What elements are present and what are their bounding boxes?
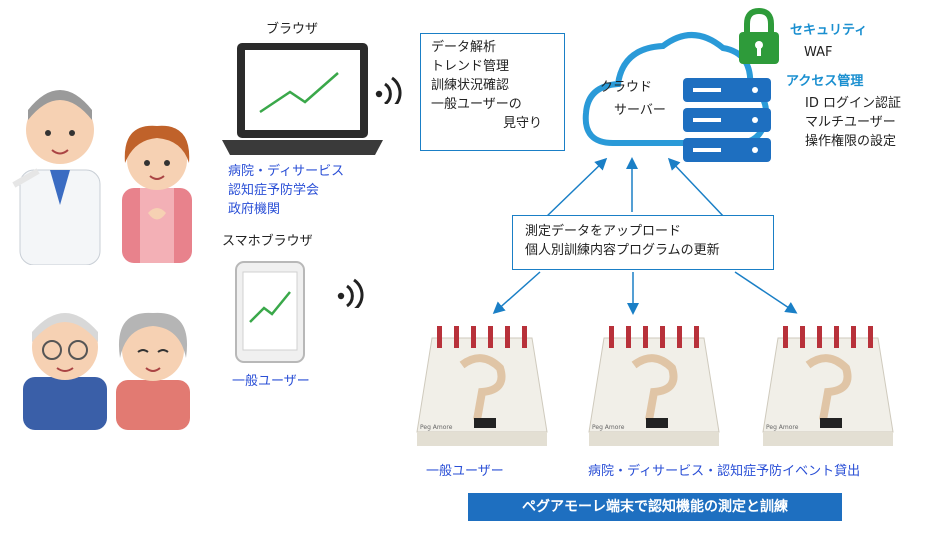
peg-brand-label: Peg Amore [592,424,625,431]
arrow-to-device-right [734,271,798,314]
arrow-to-cloud-right [667,157,726,219]
phone-user-label: 一般ユーザー [232,374,310,389]
peg-board-graphic [762,326,894,446]
security-item: WAF [804,45,833,60]
peg-board-graphic [588,326,720,446]
peg-board-graphic [416,326,548,446]
feature-item: 見守り [503,116,543,131]
server-icon [683,78,771,162]
pc-user-item: 認知症予防学会 [228,183,320,198]
feature-box: データ解析 トレンド管理 訓練状況確認 一般ユーザーの 見守り [420,33,565,151]
peg-device-1: Peg Amore [412,320,552,450]
wifi-icon [375,76,402,104]
arrow-to-device-left [492,271,541,314]
access-item-list: ID ログイン認証 マルチユーザー 操作権限の設定 [805,94,901,151]
lock-icon [739,8,779,64]
peg-device-3: Peg Amore [758,320,898,450]
cloud-label-line1: クラウド [600,80,653,95]
peg-brand-label: Peg Amore [420,424,453,431]
peg-brand-label: Peg Amore [766,424,799,431]
feature-item: 一般ユーザーの [431,97,522,112]
pc-user-item: 病院・ディサービス [228,164,345,179]
arrow-to-cloud-left [544,157,608,219]
pc-user-list: 病院・ディサービス 認知症予防学会 政府機関 [228,162,344,219]
upload-box: 測定データをアップロード 個人別訓練内容プログラムの更新 [512,215,774,270]
security-title: セキュリティ [790,23,868,38]
elderly-man-illustration [23,313,107,430]
peg-device-2: Peg Amore [584,320,724,450]
upload-item: 測定データをアップロード [525,224,682,239]
elderly-woman-illustration [116,312,190,430]
access-title: アクセス管理 [786,74,864,89]
access-item: 操作権限の設定 [805,134,897,149]
doctor-illustration [12,90,101,265]
smartphone-icon [235,261,305,363]
upload-item: 個人別訓練内容プログラムの更新 [525,243,720,258]
bottom-banner: ペグアモーレ端末で認知機能の測定と訓練 [468,493,842,521]
laptop-icon [222,43,383,155]
access-item: ID ログイン認証 [805,96,901,111]
pc-user-item: 政府機関 [228,202,281,217]
feature-item: データ解析 [431,40,497,55]
access-item: マルチユーザー [805,115,896,130]
wifi-icon [337,278,364,308]
cloud-label-line2: サーバー [614,103,666,118]
nurse-illustration [122,125,192,263]
browser-label: ブラウザ [266,22,319,37]
feature-item: 訓練状況確認 [431,78,510,93]
feature-item: トレンド管理 [431,59,510,74]
device-left-label: 一般ユーザー [426,464,504,479]
device-right-label: 病院・ディサービス・認知症予防イベント貸出 [588,464,861,479]
smartphone-label: スマホブラウザ [222,234,313,249]
